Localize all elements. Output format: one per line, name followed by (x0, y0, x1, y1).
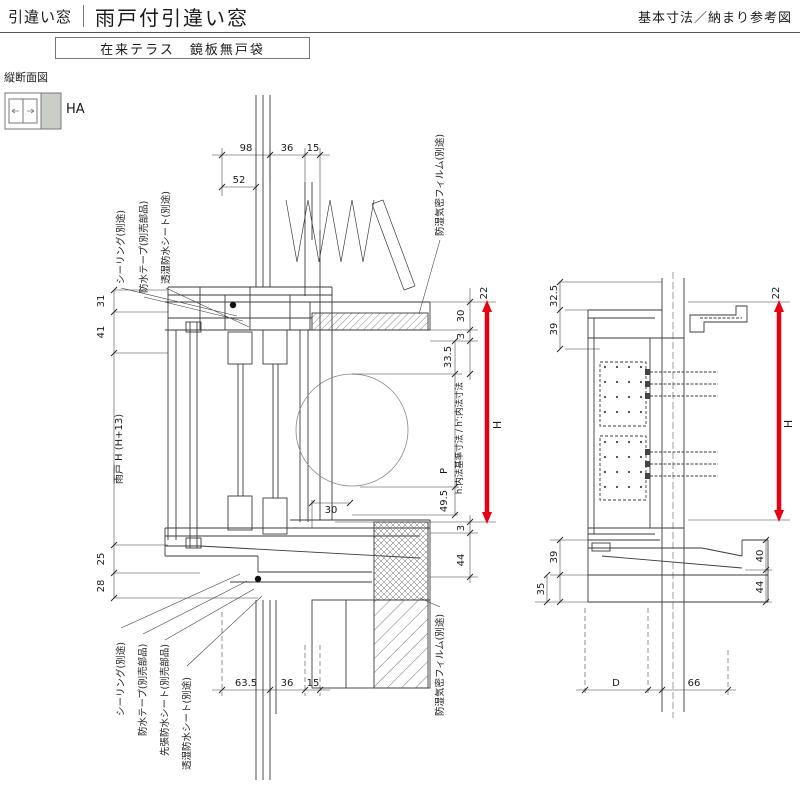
plan-height-arrow (774, 300, 784, 522)
dim-top-36: 36 (281, 143, 294, 154)
dim-49-5: 49.5 (439, 490, 450, 512)
dim-right-22: 22 (479, 287, 490, 300)
dim-bottom-15: 15 (307, 678, 320, 689)
note-sheet-top: 透湿防水シート(別途) (160, 191, 172, 284)
dim-right-3a: 3 (456, 333, 467, 339)
plan-dim-39-top: 39 (549, 323, 560, 336)
dim-left-31: 31 (96, 295, 107, 308)
note-sealing-top: シーリング(別途) (115, 210, 127, 284)
dim-bottom-63-5: 63.5 (235, 678, 257, 689)
plan-dim-35: 35 (536, 583, 547, 596)
dim-52: 52 (233, 175, 246, 186)
dim-top-15: 15 (307, 143, 320, 154)
note-sheet-bottom: 透湿防水シート(別途) (181, 677, 193, 770)
dim-right-33-5: 33.5 (443, 346, 454, 368)
spec-box: 在来テラス 鏡板無戸袋 (55, 37, 310, 59)
note-tape-top: 防水テープ(別売部品) (138, 201, 150, 293)
page-header: 引違い窓 雨戸付引違い窓 基本寸法／納まり参考図 (0, 0, 800, 33)
section-dimension-lines (113, 148, 496, 696)
plan-dimension-lines (535, 281, 790, 696)
inner-height-note: h:内法基準寸法 / h':内法寸法 (454, 382, 465, 494)
note-film-top: 防湿気密フィルム(別途) (434, 134, 446, 236)
plan-height-H-label: H (782, 420, 795, 428)
title-divider (83, 5, 85, 27)
plan-dim-66: 66 (688, 678, 701, 689)
reference-note: 基本寸法／納まり参考図 (637, 10, 792, 26)
window-type-icon (4, 92, 62, 130)
leader-lines (120, 239, 441, 667)
plan-dim-32-5: 32.5 (549, 285, 560, 307)
note-pre-sheet-bottom: 先張防水シート(別売部品) (159, 644, 171, 756)
dim-bottom-36: 36 (281, 678, 294, 689)
dim-right-44: 44 (456, 554, 467, 567)
dim-right-30: 30 (456, 310, 467, 323)
plan-dim-22: 22 (771, 287, 782, 300)
vertical-section-drawing (164, 95, 431, 780)
note-sealing-bottom: シーリング(別途) (115, 642, 127, 716)
dim-left-28: 28 (96, 580, 107, 593)
dim-inner-30: 30 (325, 505, 338, 516)
variant-code: HA (66, 102, 85, 117)
dimension-ticks (110, 151, 474, 694)
dim-right-3b: 3 (456, 525, 467, 531)
plan-dim-D: D (612, 678, 620, 689)
section-view-label: 縦断面図 (4, 70, 48, 84)
inner-height-arrow (482, 300, 492, 524)
page-title: 雨戸付引違い窓 (95, 5, 250, 30)
plan-dim-39-bottom: 39 (549, 551, 560, 564)
shutter-height-label: 雨戸 H (H+13) (113, 414, 125, 484)
category-title: 引違い窓 (8, 7, 73, 26)
plan-dimension-ticks (543, 278, 770, 694)
plan-dim-40: 40 (755, 550, 766, 563)
plan-dim-44: 44 (755, 581, 766, 594)
dim-left-25: 25 (96, 553, 107, 566)
dim-left-41: 41 (96, 326, 107, 339)
note-tape-bottom: 防水テープ(別売部品) (137, 644, 149, 736)
height-H-label: H (491, 421, 504, 429)
horizontal-section-drawing (587, 272, 769, 718)
dim-top-98: 98 (240, 143, 253, 154)
note-film-bottom: 防湿気密フィルム(別途) (434, 614, 446, 716)
p-label: P (439, 468, 450, 474)
